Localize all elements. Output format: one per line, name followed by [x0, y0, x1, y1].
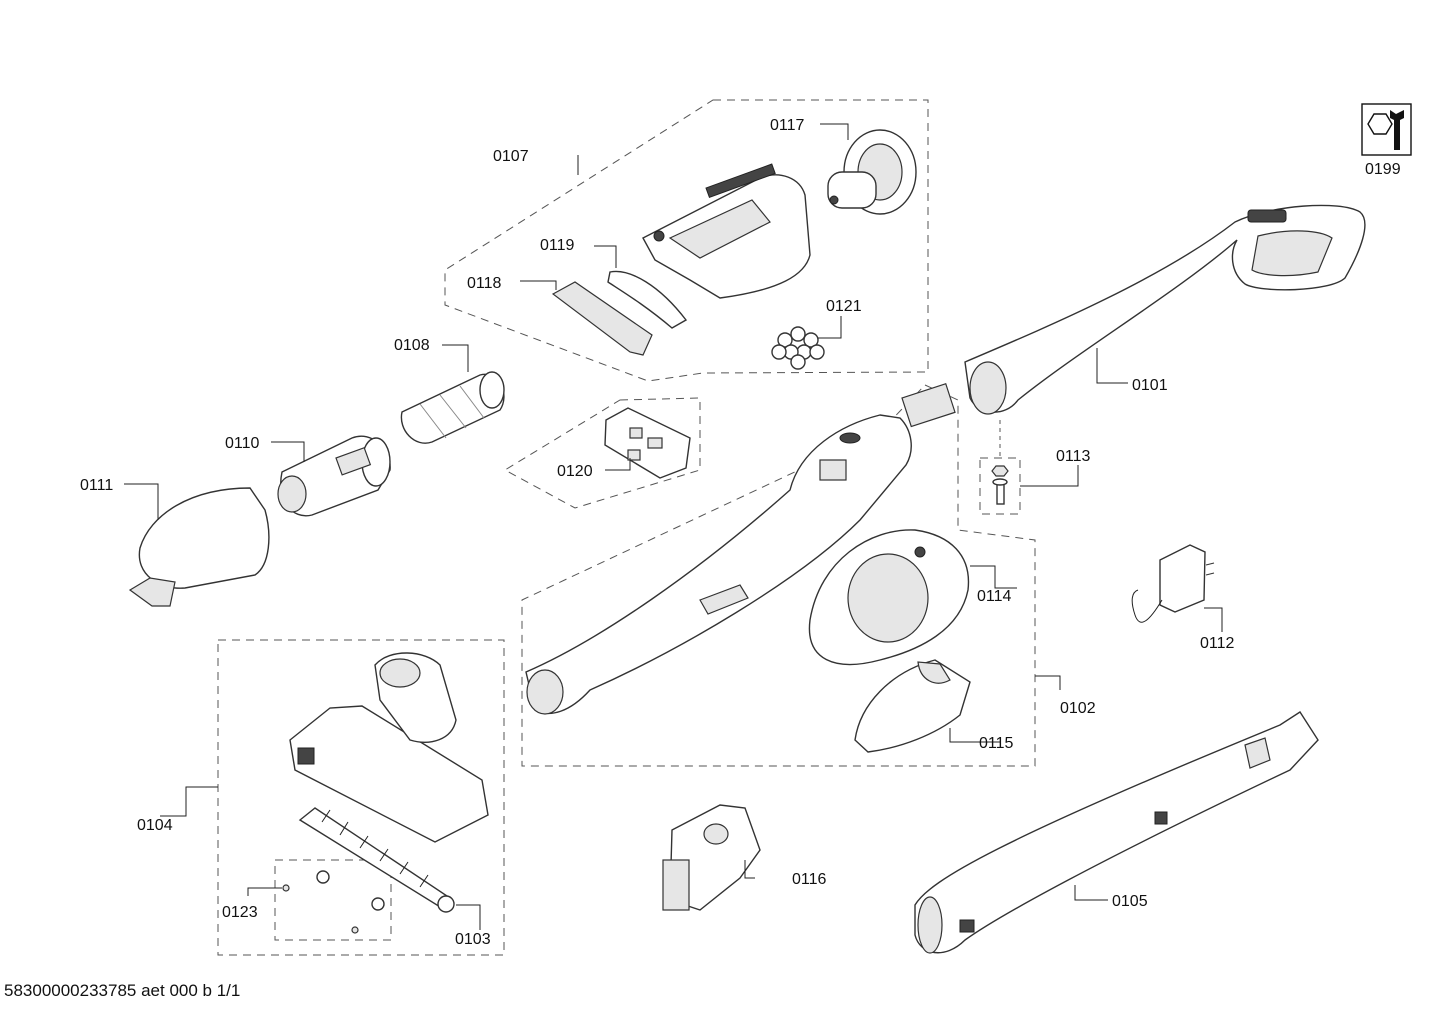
label-0107: 0107 — [493, 148, 529, 165]
brush-roll-part-0103 — [298, 807, 455, 913]
pleated-filter-part-0108 — [400, 371, 505, 444]
cover-plate-part-0115 — [854, 659, 971, 753]
label-0114: 0114 — [977, 588, 1012, 605]
label-0112: 0112 — [1200, 635, 1235, 652]
floor-nozzle-part-0104 — [289, 652, 489, 843]
label-0120: 0120 — [557, 463, 593, 480]
screw-part-0113 — [991, 465, 1009, 505]
label-0115: 0115 — [979, 735, 1014, 752]
label-0111: 0111 — [80, 477, 113, 494]
brush-attachment-part-0116 — [662, 804, 761, 911]
group-outline-0120 — [503, 397, 701, 509]
label-0105: 0105 — [1112, 893, 1148, 910]
motor-cover-part-0114 — [808, 529, 970, 666]
label-0113: 0113 — [1056, 448, 1091, 465]
extension-tube-part-0105 — [914, 711, 1319, 954]
upper-housing-part-0107 — [642, 163, 811, 299]
wrench-nut-icon — [1361, 103, 1412, 156]
charger-part-0112 — [1131, 544, 1215, 623]
group-outline-0113 — [979, 457, 1021, 515]
label-0104: 0104 — [137, 817, 173, 834]
label-0102: 0102 — [1060, 700, 1096, 717]
handle-part-0101 — [964, 204, 1366, 458]
label-0101: 0101 — [1132, 377, 1168, 394]
gasket-part-0119 — [607, 270, 688, 329]
group-outline-0102 — [521, 384, 1036, 767]
dust-bin-part-0111 — [128, 487, 270, 607]
cyclone-filter-part-0110 — [277, 435, 391, 517]
group-outline-0123 — [274, 859, 392, 941]
group-outline-0104 — [217, 639, 505, 956]
label-0108: 0108 — [394, 337, 430, 354]
label-0116: 0116 — [792, 871, 827, 888]
motor-part-0117 — [827, 129, 917, 215]
main-body-part-0102 — [525, 383, 956, 715]
label-0117: 0117 — [770, 117, 805, 134]
label-0199: 0199 — [1365, 161, 1401, 178]
label-0110: 0110 — [225, 435, 260, 452]
label-0121: 0121 — [826, 298, 862, 315]
label-0103: 0103 — [455, 931, 491, 948]
label-0118: 0118 — [467, 275, 502, 292]
leader-lines — [124, 123, 1223, 930]
battery-cells-part-0121 — [771, 326, 825, 370]
circuit-board-part-0120 — [604, 407, 691, 479]
small-parts-0123 — [282, 870, 385, 934]
document-code: 58300000233785 aet 000 b 1/1 — [4, 981, 241, 1000]
label-0123: 0123 — [222, 904, 258, 921]
group-outline-0107 — [444, 99, 929, 382]
label-0119: 0119 — [540, 237, 575, 254]
filter-plate-part-0118 — [551, 281, 653, 356]
